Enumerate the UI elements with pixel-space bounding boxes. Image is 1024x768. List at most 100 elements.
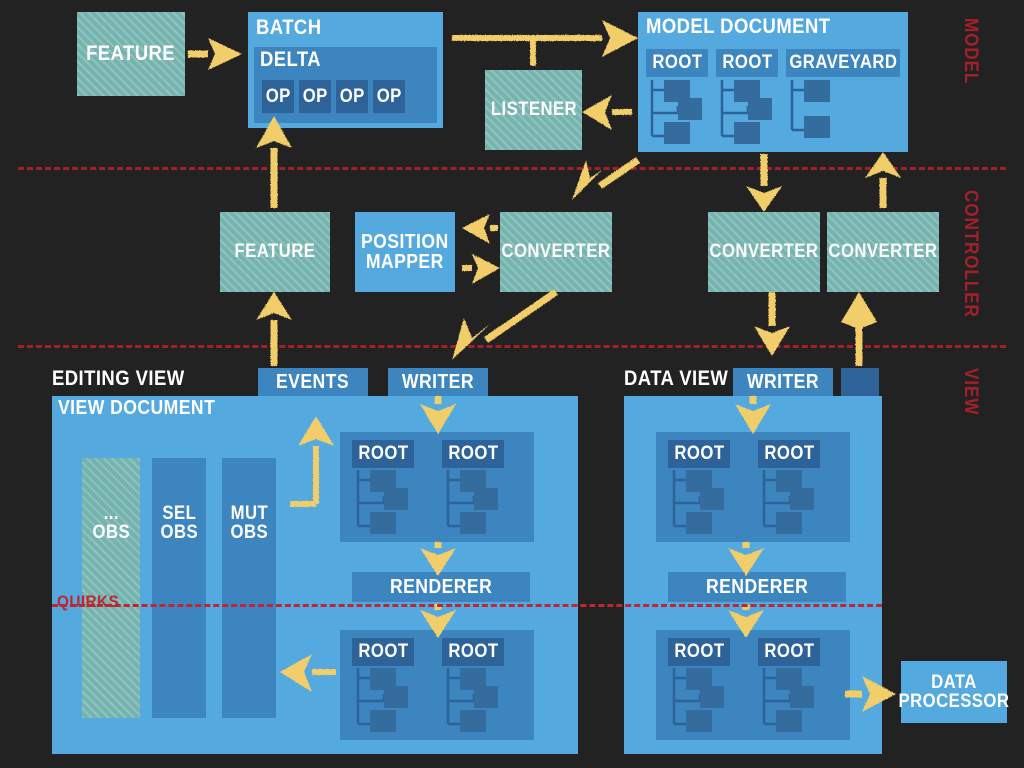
data-view-panel[interactable]: ROOT ROOT RENDERER ROOT xyxy=(624,396,882,754)
model-feature-label: FEATURE xyxy=(86,42,176,66)
listener-box[interactable]: LISTENER xyxy=(485,70,582,150)
arrow-feature-to-batch xyxy=(188,38,242,70)
editing-upper-root-label: ROOT xyxy=(357,443,409,465)
data-upper-roots-group[interactable]: ROOT ROOT xyxy=(656,432,850,542)
data-upper-root-label: ROOT xyxy=(763,443,815,465)
position-mapper-label: POSITION MAPPER xyxy=(361,230,449,273)
model-document-box[interactable]: MODEL DOCUMENT ROOT ROOT GRAVEYARD xyxy=(638,12,908,152)
data-upper-root-tree xyxy=(672,470,724,534)
data-processor-label: DATA PROCESSOR xyxy=(898,671,1010,712)
editing-upper-root-label: ROOT xyxy=(447,443,499,465)
arrow-converter-editing-to-writer xyxy=(452,289,558,360)
data-lower-root-tab[interactable]: ROOT xyxy=(668,638,730,666)
data-lower-root-tree xyxy=(672,668,724,732)
delta-box[interactable]: DELTA OP OP OP OP xyxy=(254,47,437,123)
listener-label: LISTENER xyxy=(490,99,577,121)
op-label: OP xyxy=(339,85,365,107)
model-root-tab[interactable]: ROOT xyxy=(716,49,778,77)
editing-view-writer-tab[interactable]: WRITER xyxy=(388,368,488,396)
quirks-divider xyxy=(52,604,882,607)
editing-lower-root-tree xyxy=(446,668,498,732)
editing-view-events-label: EVENTS xyxy=(276,370,350,393)
position-mapper-box[interactable]: POSITION MAPPER xyxy=(355,212,455,292)
arrow-converter-data-up-to-model-document xyxy=(865,152,901,208)
band-label-controller: CONTROLLER xyxy=(960,190,981,318)
converter-data-up-box[interactable]: CONVERTER xyxy=(827,212,939,292)
arrow-model-document-to-listener xyxy=(582,95,632,130)
converter-editing-box[interactable]: CONVERTER xyxy=(500,212,612,292)
data-view-extra-tab[interactable] xyxy=(841,368,879,396)
data-renderer-label: RENDERER xyxy=(705,575,809,598)
data-processor-box[interactable]: DATA PROCESSOR xyxy=(898,661,1010,723)
controller-feature-label: FEATURE xyxy=(234,241,316,263)
observer-column-other[interactable]: ... OBS xyxy=(82,458,140,718)
converter-editing-label: CONVERTER xyxy=(501,241,611,263)
editing-upper-root-tree xyxy=(356,470,408,534)
divider-model-controller xyxy=(18,167,1006,170)
batch-label: BATCH xyxy=(256,16,322,39)
model-graveyard-label: GRAVEYARD xyxy=(788,52,898,74)
editing-view-events-tab[interactable]: EVENTS xyxy=(258,368,368,396)
arrow-converter-to-position-mapper xyxy=(462,214,498,244)
arrow-model-document-to-converter-editing xyxy=(572,157,640,200)
arrow-events-to-controller-feature xyxy=(256,292,292,366)
observer-column-sel-label: SEL OBS xyxy=(160,502,198,543)
editing-upper-root-tree xyxy=(446,470,498,534)
controller-feature-box[interactable]: FEATURE xyxy=(220,212,330,292)
model-feature-box[interactable]: FEATURE xyxy=(77,12,185,96)
data-lower-root-tree xyxy=(762,668,814,732)
data-upper-root-tab[interactable]: ROOT xyxy=(758,440,820,468)
data-lower-root-tab[interactable]: ROOT xyxy=(758,638,820,666)
editing-upper-root-tab[interactable]: ROOT xyxy=(352,440,414,468)
data-view-writer-label: WRITER xyxy=(746,370,820,393)
data-upper-root-tab[interactable]: ROOT xyxy=(668,440,730,468)
editing-lower-root-tree xyxy=(356,668,408,732)
editing-upper-roots-group[interactable]: ROOT ROOT xyxy=(340,432,534,542)
batch-box[interactable]: BATCH DELTA OP OP OP OP xyxy=(248,12,443,128)
data-upper-root-tree xyxy=(762,470,814,534)
editing-view-writer-label: WRITER xyxy=(401,370,475,393)
op-label: OP xyxy=(302,85,328,107)
data-view-title: DATA VIEW xyxy=(624,367,729,390)
divider-controller-view xyxy=(18,345,1006,348)
model-root-tab[interactable]: ROOT xyxy=(646,49,708,77)
arrow-batch-to-model-document xyxy=(452,20,638,66)
converter-data-down-label: CONVERTER xyxy=(709,241,819,263)
arrow-model-document-to-converter-data-down xyxy=(746,154,782,212)
editing-upper-root-tab[interactable]: ROOT xyxy=(442,440,504,468)
model-graveyard-tree xyxy=(790,80,830,138)
data-lower-roots-group[interactable]: ROOT ROOT xyxy=(656,630,850,740)
model-root-label: ROOT xyxy=(721,52,773,74)
view-document-panel[interactable]: VIEW DOCUMENT ... OBS SEL OBS MUT OBS RO… xyxy=(52,396,578,754)
op-box[interactable]: OP xyxy=(299,80,331,113)
model-root-label: ROOT xyxy=(651,52,703,74)
data-view-writer-tab[interactable]: WRITER xyxy=(733,368,833,396)
model-document-label: MODEL DOCUMENT xyxy=(646,15,831,38)
editing-renderer-box[interactable]: RENDERER xyxy=(352,572,530,602)
data-renderer-box[interactable]: RENDERER xyxy=(668,572,846,602)
op-box[interactable]: OP xyxy=(336,80,368,113)
op-label: OP xyxy=(265,85,291,107)
editing-lower-root-tab[interactable]: ROOT xyxy=(352,638,414,666)
op-box[interactable]: OP xyxy=(262,80,294,113)
model-root-tree xyxy=(720,80,772,144)
editing-lower-root-label: ROOT xyxy=(447,641,499,663)
model-graveyard-tab[interactable]: GRAVEYARD xyxy=(786,49,900,77)
editing-lower-root-tab[interactable]: ROOT xyxy=(442,638,504,666)
observer-column-sel[interactable]: SEL OBS xyxy=(152,458,206,718)
editing-view-title: EDITING VIEW xyxy=(52,367,185,390)
observer-column-mut[interactable]: MUT OBS xyxy=(222,458,276,718)
data-lower-root-label: ROOT xyxy=(673,641,725,663)
observer-column-other-label: ... OBS xyxy=(92,502,130,543)
op-box[interactable]: OP xyxy=(373,80,405,113)
model-root-tree xyxy=(650,80,702,144)
data-upper-root-label: ROOT xyxy=(673,443,725,465)
editing-renderer-label: RENDERER xyxy=(389,575,493,598)
converter-data-down-box[interactable]: CONVERTER xyxy=(708,212,820,292)
delta-label: DELTA xyxy=(260,48,322,71)
observer-column-mut-label: MUT OBS xyxy=(230,502,268,543)
quirks-label: QUIRKS xyxy=(57,592,120,611)
editing-lower-roots-group[interactable]: ROOT ROOT xyxy=(340,630,534,740)
editing-lower-root-label: ROOT xyxy=(357,641,409,663)
